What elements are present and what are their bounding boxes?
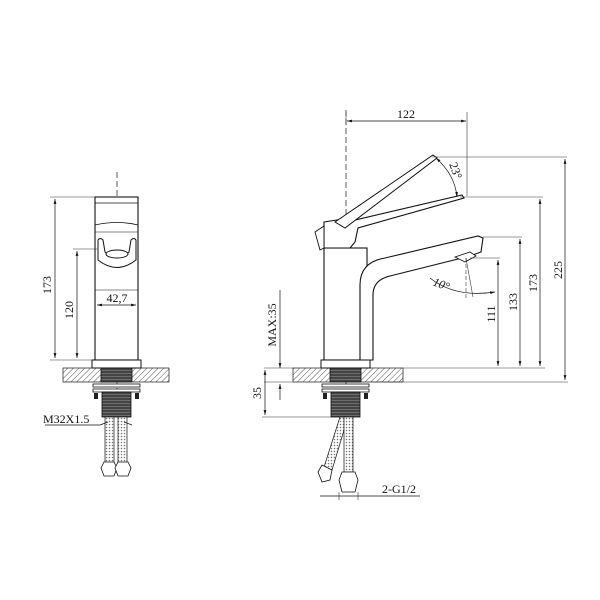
- dim-spout-tilt: 10°: [431, 275, 452, 294]
- dim-lever-angle: 23°: [446, 160, 465, 181]
- dim-hoses: 2-G1/2: [382, 482, 416, 496]
- dim-111: 111: [484, 305, 498, 322]
- dim-225: 225: [551, 261, 565, 279]
- dim-173: 173: [526, 274, 540, 292]
- dim-35: 35: [250, 387, 264, 399]
- side-view: 122 23° 10° 111 133 173 225 MAX:35 35 2-…: [250, 107, 568, 500]
- supply-hose-right: [117, 416, 128, 464]
- supply-hose-2: [343, 416, 354, 473]
- dim-133: 133: [506, 293, 520, 311]
- spout: [359, 235, 484, 361]
- dim-front-120: 120: [62, 301, 76, 319]
- dim-spout-reach: 122: [397, 107, 415, 121]
- supply-hose-left: [104, 416, 115, 464]
- faucet-body: [94, 196, 139, 361]
- dim-thread: M32X1.5: [43, 412, 89, 426]
- dim-max-35: MAX:35: [265, 303, 279, 346]
- dim-body-width: 42,7: [107, 291, 128, 305]
- front-view: 173 120 42,7 M32X1.5: [40, 172, 170, 477]
- dim-front-173: 173: [40, 276, 54, 294]
